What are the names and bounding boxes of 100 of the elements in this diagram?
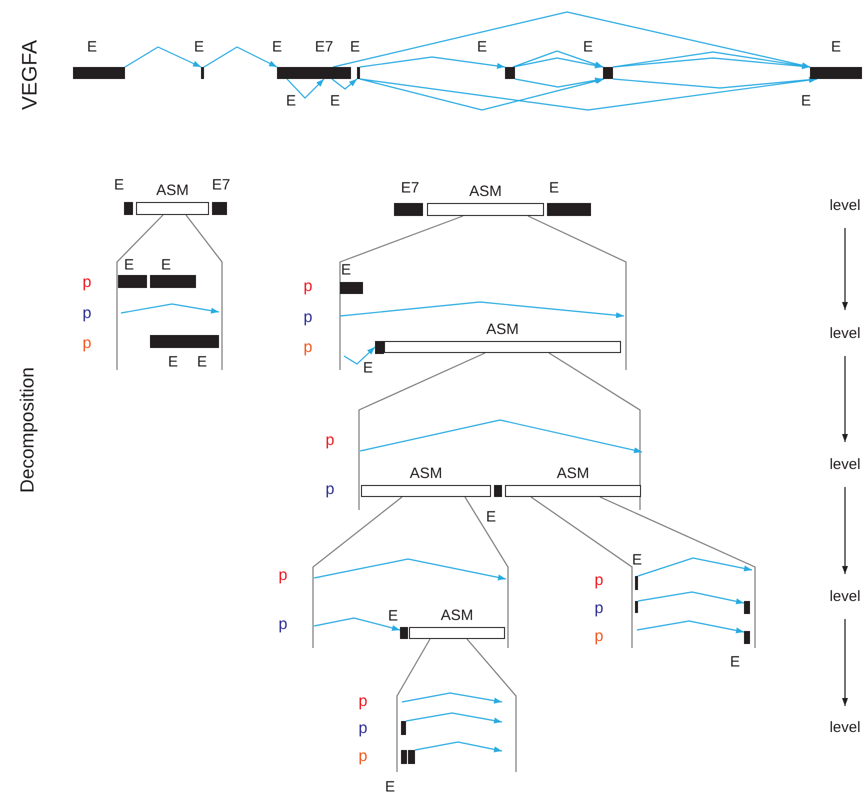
exon-bar <box>150 335 219 348</box>
pattern-label: p <box>82 275 92 291</box>
exon-label: E7 <box>212 178 230 192</box>
arrow <box>842 487 848 574</box>
splice-arrow <box>344 346 376 365</box>
region-label: ASM <box>156 182 189 201</box>
level-label: level <box>826 196 864 214</box>
splice-arrow <box>360 77 818 111</box>
exon-bar <box>547 203 591 216</box>
level-label: level <box>826 718 864 736</box>
arrow <box>842 356 848 442</box>
exon-label: E <box>730 654 740 670</box>
exon-bar <box>375 341 384 354</box>
arrow <box>842 619 848 706</box>
exon-bar <box>603 67 613 79</box>
level-label: level <box>826 455 864 473</box>
exon-bar <box>401 750 407 764</box>
exon-bar <box>324 67 351 79</box>
exon-label: E <box>583 40 593 54</box>
region-label: ASM <box>410 465 442 484</box>
pattern-label: p <box>358 749 368 765</box>
exon-label: E <box>124 258 134 272</box>
pattern-label: p <box>326 482 334 498</box>
exon-bar <box>744 631 750 644</box>
exon-label: E <box>350 40 360 54</box>
region-label: ASM <box>440 607 474 626</box>
exon-bar <box>357 67 360 79</box>
splice-arrow <box>638 591 744 604</box>
pattern-label: p <box>278 568 288 584</box>
arrow <box>842 228 848 310</box>
exon-bar <box>150 275 196 288</box>
splice-arrow <box>514 77 604 88</box>
exon-bar <box>201 67 204 79</box>
splice-arrow <box>360 56 506 69</box>
exon-label: E <box>330 94 340 108</box>
level-label: level <box>826 324 864 342</box>
exon-label: E <box>632 552 642 568</box>
exon-bar <box>394 203 423 216</box>
exon-bar <box>635 601 638 613</box>
exon-bar <box>744 601 750 614</box>
region-label: ASM <box>486 321 519 340</box>
exon-label: E <box>286 94 296 108</box>
pattern-label: p <box>358 721 368 737</box>
exon-label: E <box>114 178 124 192</box>
exon-label: E7 <box>314 40 334 54</box>
region-label: ASM <box>556 465 590 484</box>
splice-arrow <box>636 620 744 634</box>
pattern-label: p <box>358 694 368 710</box>
exon-label: E <box>549 180 559 196</box>
pattern-label: p <box>82 306 92 322</box>
exon-bar <box>118 275 147 288</box>
exon-label: E <box>388 608 398 624</box>
splice-arrow <box>612 51 810 69</box>
splice-arrow <box>286 78 324 99</box>
exon-bar <box>212 202 227 215</box>
splice-arrow <box>314 617 400 631</box>
splice-arrow <box>332 11 810 68</box>
pattern-label: p <box>594 629 604 645</box>
pattern-label: p <box>278 617 288 633</box>
region-label: ASM <box>469 183 502 202</box>
pattern-label: p <box>594 573 604 589</box>
pattern-label: p <box>326 433 334 449</box>
axis-title: Decomposition <box>18 367 38 493</box>
exon-label: E7 <box>400 180 420 196</box>
exon-bar <box>635 576 638 590</box>
exon-label: E <box>161 258 171 272</box>
exon-bar <box>810 67 862 79</box>
splice-arrow <box>124 46 202 68</box>
exon-bar <box>277 67 324 79</box>
exon-label: E <box>486 510 496 524</box>
pattern-label: p <box>594 601 604 617</box>
gene-label: VEGFA <box>20 40 40 110</box>
pattern-label: p <box>304 340 312 356</box>
exon-label: E <box>272 40 282 54</box>
splice-arrow <box>638 557 752 577</box>
exon-label: E <box>831 40 841 54</box>
exon-label: E <box>87 40 97 54</box>
exon-label: E <box>168 354 178 370</box>
exon-label: E <box>477 40 487 54</box>
level-label: level <box>826 587 864 605</box>
splice-arrow <box>512 57 604 68</box>
exon-label: E <box>341 262 351 278</box>
pattern-label: p <box>304 279 312 295</box>
exon-bar <box>505 67 515 79</box>
splice-arrow <box>612 57 810 70</box>
exon-label: E <box>194 40 204 54</box>
exon-bar <box>401 721 406 735</box>
exon-bar <box>73 67 125 79</box>
splice-arrow <box>612 76 818 89</box>
exon-label: E <box>801 94 811 108</box>
splice-arrow <box>332 78 358 90</box>
pattern-label: p <box>304 310 312 326</box>
exon-bar <box>400 627 408 639</box>
splice-arrow <box>406 712 502 724</box>
exon-bar <box>340 282 363 294</box>
exon-label: E <box>363 360 373 376</box>
exon-label: E <box>197 354 207 370</box>
exon-bar <box>124 202 133 215</box>
splice-arrow <box>360 78 604 111</box>
pattern-label: p <box>82 336 92 352</box>
